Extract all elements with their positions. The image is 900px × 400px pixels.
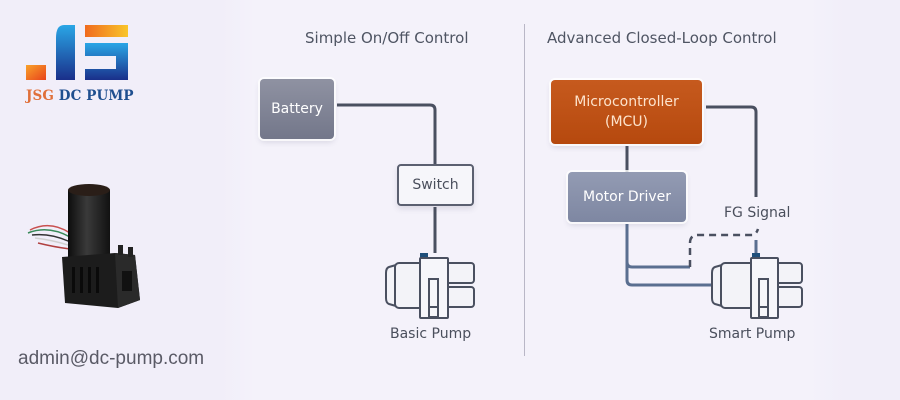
wire-driver-pump-2 bbox=[625, 262, 712, 287]
advanced-control-title: Advanced Closed-Loop Control bbox=[547, 29, 777, 47]
basic-pump-icon bbox=[385, 253, 475, 319]
mcu-node: Microcontroller (MCU) bbox=[551, 80, 702, 144]
fg-signal-label: FG Signal bbox=[724, 205, 791, 221]
wire-mcu-fg bbox=[706, 105, 758, 197]
wire-driver-pump-1 bbox=[625, 224, 690, 269]
brand-name: JSG DC PUMP bbox=[26, 88, 134, 104]
basic-pump-label: Basic Pump bbox=[390, 326, 472, 342]
wire-battery-switch bbox=[337, 103, 437, 164]
dc-pump-photo bbox=[27, 184, 140, 308]
motor-driver-node: Motor Driver bbox=[568, 172, 686, 222]
switch-node: Switch bbox=[397, 164, 474, 206]
simple-control-title: Simple On/Off Control bbox=[305, 29, 469, 47]
smart-pump-label: Smart Pump bbox=[709, 326, 796, 342]
diagram-panel bbox=[220, 0, 845, 400]
battery-node: Battery bbox=[260, 79, 334, 139]
brand-name-dc-pump: DC PUMP bbox=[58, 88, 134, 104]
motor-driver-label: Motor Driver bbox=[583, 189, 671, 205]
brand-name-jsg: JSG bbox=[26, 88, 54, 104]
section-divider bbox=[524, 24, 525, 356]
smart-pump-icon bbox=[711, 253, 803, 319]
js-logo-icon bbox=[26, 25, 128, 80]
mcu-label-line2: (MCU) bbox=[604, 114, 649, 130]
mcu-label-line1: Microcontroller bbox=[574, 94, 679, 110]
contact-email[interactable]: admin@dc-pump.com bbox=[18, 348, 205, 369]
battery-label: Battery bbox=[271, 101, 323, 117]
wire-fg-dashed bbox=[688, 228, 760, 267]
switch-label: Switch bbox=[412, 177, 459, 193]
